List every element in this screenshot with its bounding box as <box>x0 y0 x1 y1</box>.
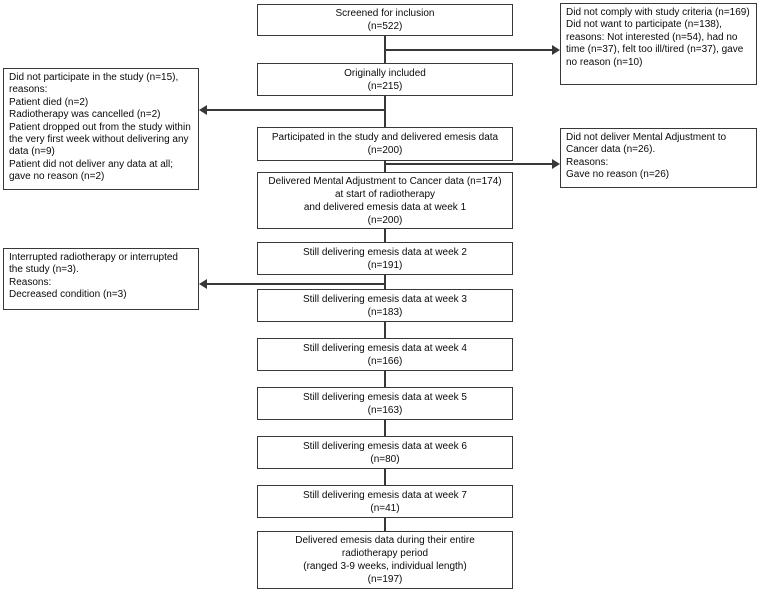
connector-week7-final <box>384 518 386 531</box>
flow-box-week6: Still delivering emesis data at week 6 (… <box>257 436 513 469</box>
arrow-line-to-not-participate <box>207 109 385 111</box>
flow-box-participated: Participated in the study and delivered … <box>257 127 513 161</box>
flow-box-no-mac-data: Did not deliver Mental Adjustment to Can… <box>560 128 757 188</box>
flow-box-week2: Still delivering emesis data at week 2 (… <box>257 242 513 275</box>
connector-mac-week2 <box>384 229 386 242</box>
connector-week5-week6 <box>384 420 386 436</box>
flow-box-week4: Still delivering emesis data at week 4 (… <box>257 338 513 371</box>
arrowhead-right-icon <box>552 45 560 55</box>
connector-included-participated <box>384 96 386 127</box>
flow-box-mac-data: Delivered Mental Adjustment to Cancer da… <box>257 172 513 229</box>
flow-box-screened: Screened for inclusion (n=522) <box>257 4 513 36</box>
connector-week4-week5 <box>384 371 386 387</box>
flow-box-not-participate: Did not participate in the study (n=15),… <box>3 68 199 190</box>
arrow-line-to-interrupted <box>207 283 385 285</box>
flow-box-included: Originally included (n=215) <box>257 63 513 96</box>
arrowhead-right-icon <box>552 159 560 169</box>
flow-box-week7: Still delivering emesis data at week 7 (… <box>257 485 513 518</box>
flow-box-final: Delivered emesis data during their entir… <box>257 531 513 589</box>
flow-box-interrupted: Interrupted radiotherapy or interrupted … <box>3 248 199 310</box>
flow-box-week5: Still delivering emesis data at week 5 (… <box>257 387 513 420</box>
flow-box-not-comply: Did not comply with study criteria (n=16… <box>560 3 757 85</box>
connector-week6-week7 <box>384 469 386 485</box>
connector-week3-week4 <box>384 322 386 338</box>
arrow-line-to-no-mac-data <box>385 163 552 165</box>
arrowhead-left-icon <box>199 279 207 289</box>
connector-participated-mac <box>384 161 386 172</box>
arrowhead-left-icon <box>199 105 207 115</box>
connector-week2-week3 <box>384 275 386 289</box>
arrow-line-to-not-comply <box>385 49 552 51</box>
flow-box-week3: Still delivering emesis data at week 3 (… <box>257 289 513 322</box>
